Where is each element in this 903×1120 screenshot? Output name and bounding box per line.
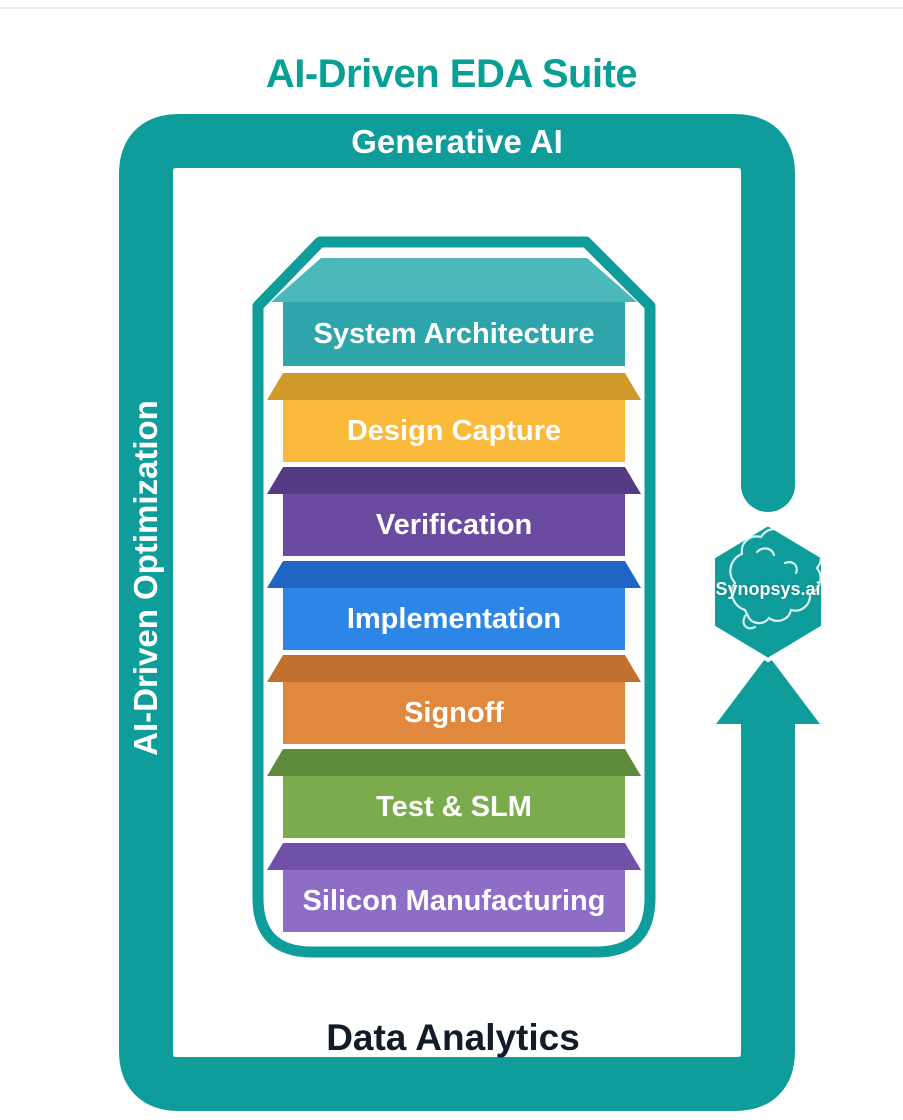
stage-lid <box>267 373 641 400</box>
stage-label: Signoff <box>404 696 504 729</box>
stage-label: System Architecture <box>313 317 595 350</box>
stage-signoff: Signoff <box>283 682 625 744</box>
synopsys-ai-badge <box>711 521 825 663</box>
synopsys-ai-badge-label: Synopsys.ai <box>715 579 821 599</box>
stage-test-slm: Test & SLM <box>283 776 625 838</box>
chip-top-cap <box>271 258 637 302</box>
stage-silicon-manufacturing: Silicon Manufacturing <box>283 870 625 932</box>
stage-label: Implementation <box>346 602 562 635</box>
stage-label: Silicon Manufacturing <box>302 884 606 917</box>
stage-verification: Verification <box>283 494 625 556</box>
page-title: AI-Driven EDA Suite <box>265 52 638 96</box>
loop-label-generative-ai: Generative AI <box>351 123 563 160</box>
ai-loop-frame <box>119 114 795 1111</box>
stage-lid <box>267 655 641 682</box>
page-top-rule <box>0 7 903 9</box>
stage-lid <box>267 467 641 494</box>
stage-label: Verification <box>375 508 533 541</box>
stage-lid <box>267 843 641 870</box>
stage-design-capture: Design Capture <box>283 400 625 462</box>
brain-icon <box>729 527 822 630</box>
stage-lid <box>267 561 641 588</box>
loop-label-ai-driven-optimization: AI-Driven Optimization <box>127 400 164 756</box>
stage-label: Design Capture <box>346 414 562 447</box>
stage-label: Test & SLM <box>376 790 532 823</box>
stage-lid <box>267 749 641 776</box>
stage-system-architecture: System Architecture <box>283 302 625 366</box>
up-arrow-icon <box>716 655 820 724</box>
stage-implementation: Implementation <box>283 588 625 650</box>
loop-label-data-analytics: Data Analytics <box>326 1017 580 1058</box>
